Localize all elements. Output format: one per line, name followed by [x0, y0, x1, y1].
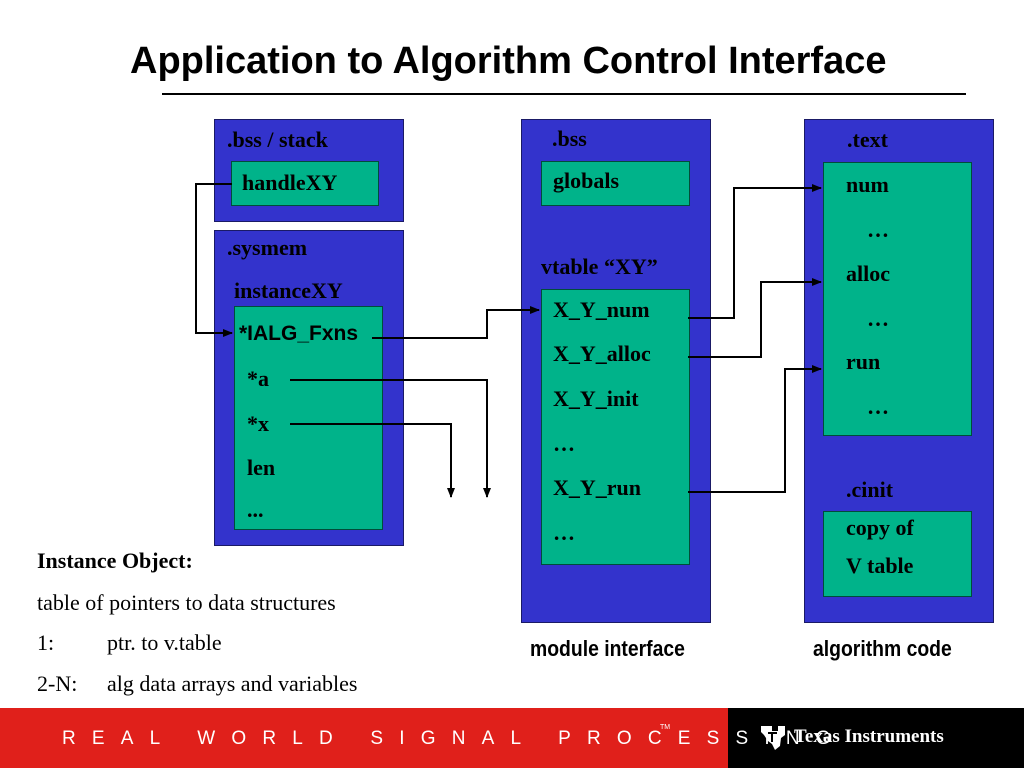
cinit-box [823, 511, 972, 597]
vtable-entry-num: X_Y_num [553, 297, 650, 322]
slide-title: Application to Algorithm Control Interfa… [130, 40, 887, 82]
text-entry-ellipsis-2: … [867, 306, 889, 331]
text-entry-ellipsis-1: … [867, 217, 889, 242]
text-entry-alloc: alloc [846, 261, 890, 286]
text-section-header: .text [847, 127, 888, 152]
vtable-box [541, 289, 690, 565]
vtable-entry-init: X_Y_init [553, 386, 639, 411]
globals-box [541, 161, 690, 206]
ialg-fxns-field: *IALG_Fxns [239, 322, 359, 345]
title-underline [162, 93, 966, 95]
arrow-fxns-to-vtable [372, 306, 540, 339]
field-x: *x [247, 411, 269, 436]
text-section-box [823, 162, 972, 436]
field-a: *a [247, 366, 269, 391]
cinit-line2: V table [846, 553, 914, 578]
vtable-entry-run: X_Y_run [553, 475, 642, 500]
field-ellipsis: ... [247, 497, 264, 522]
module-interface-caption: module interface [530, 636, 685, 661]
footer-tagline: REAL WORLD SIGNAL PROCESSING [62, 728, 847, 749]
field-len: len [247, 455, 276, 480]
texas-instruments-wordmark: Texas Instruments [794, 726, 944, 747]
text-entry-run: run [846, 349, 881, 374]
notes-row-value-2: alg data arrays and variables [107, 671, 358, 696]
bss-stack-header: .bss / stack [227, 127, 328, 152]
notes-row-value-1: ptr. to v.table [107, 630, 222, 655]
arrow-x-pointer [290, 423, 455, 498]
vtable-label: vtable “XY” [541, 254, 658, 279]
cinit-header: .cinit [846, 477, 894, 502]
arrow-num-link [688, 184, 822, 319]
arrow-handle-to-instance [195, 183, 233, 337]
module-bss-header: .bss [552, 126, 587, 151]
text-entry-num: num [846, 172, 889, 197]
texas-instruments-logo-icon [761, 726, 785, 750]
vtable-entry-alloc: X_Y_alloc [553, 341, 651, 366]
algorithm-code-caption: algorithm code [813, 636, 952, 661]
handlexy-box [231, 161, 379, 206]
vtable-entry-ellipsis-2: … [553, 520, 575, 545]
arrow-run-link [688, 365, 822, 493]
vtable-entry-ellipsis-1: … [553, 431, 575, 456]
arrow-alloc-link [688, 278, 822, 358]
cinit-line1: copy of [846, 515, 914, 540]
handlexy-label: handleXY [242, 170, 338, 195]
trademark-mark: TM [660, 724, 671, 731]
text-entry-ellipsis-3: … [867, 394, 889, 419]
instancexy-label: instanceXY [234, 278, 343, 303]
globals-label: globals [553, 168, 620, 193]
sysmem-header: .sysmem [227, 235, 308, 260]
instance-object-box [234, 306, 383, 530]
arrow-a-pointer [290, 379, 491, 498]
notes-row-key-2: 2-N: [37, 671, 78, 696]
notes-heading: Instance Object: [37, 548, 193, 573]
footer-band [0, 708, 728, 768]
notes-line: table of pointers to data structures [37, 590, 336, 615]
notes-row-key-1: 1: [37, 630, 55, 655]
